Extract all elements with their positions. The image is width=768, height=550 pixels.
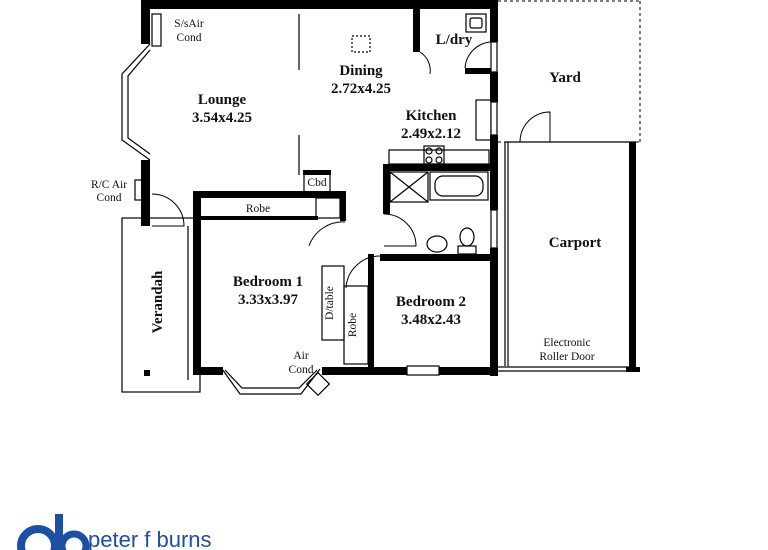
label-dtable: D/table xyxy=(324,286,336,320)
dtable xyxy=(321,265,345,341)
label-air-cond-2: Cond xyxy=(289,364,314,376)
wall-east-mid xyxy=(490,72,498,102)
bay-window-inner xyxy=(127,49,151,155)
door-laundry-2 xyxy=(419,51,431,75)
wall-bed1-left xyxy=(193,191,201,367)
room-lounge-name: Lounge xyxy=(198,92,247,108)
bed1-aircond-unit xyxy=(305,371,331,397)
wall-bath-left xyxy=(383,164,390,214)
label-air-cond-1: Air xyxy=(293,350,309,362)
label-robe-top: Robe xyxy=(246,203,270,215)
bay-window-outer xyxy=(121,43,151,161)
wall-laundry-left xyxy=(413,0,420,52)
room-bedroom2-name: Bedroom 2 xyxy=(396,294,466,310)
door-bed2 xyxy=(345,255,381,289)
wall-east-bath xyxy=(490,248,498,376)
label-roller-1: Electronic xyxy=(543,337,590,349)
shower xyxy=(389,171,429,203)
wall-lounge-left-lower xyxy=(141,160,150,186)
logo-b-stem xyxy=(55,514,63,550)
brand-logo xyxy=(17,514,90,550)
toilet-cistern xyxy=(457,245,477,255)
ceiling-fixture xyxy=(351,35,371,53)
room-yard-name: Yard xyxy=(549,70,581,86)
room-laundry-name: L/dry xyxy=(436,32,473,48)
kitchen-bench-right xyxy=(475,99,492,141)
wall-robe-right xyxy=(340,191,346,221)
logo-p-bowl xyxy=(17,525,59,550)
wall-lounge-left-bottom xyxy=(141,186,150,226)
wall-east-kitchen xyxy=(490,135,498,210)
room-verandah-name: Verandah xyxy=(150,270,166,333)
door-bed1 xyxy=(308,221,346,247)
bay-window-bed1-inner xyxy=(224,369,318,389)
toilet-bowl xyxy=(459,227,475,247)
wall-kitchen-bottom xyxy=(384,164,498,171)
cooktop xyxy=(423,145,445,165)
wall-laundry-bottom xyxy=(465,68,495,74)
wall-bath-bottom xyxy=(380,254,498,261)
wall-robe-inner xyxy=(198,216,318,220)
label-rc-air-2: Cond xyxy=(97,192,122,204)
door-laundry xyxy=(464,41,491,69)
room-lounge-size: 3.54x4.25 xyxy=(192,110,252,126)
door-verandah xyxy=(151,193,185,227)
room-kitchen-name: Kitchen xyxy=(406,108,457,124)
verandah-marker xyxy=(144,370,150,376)
laundry-tub xyxy=(465,13,487,33)
wall-bottom-left xyxy=(193,367,223,375)
bed2-window xyxy=(406,365,440,376)
thin-lines xyxy=(121,13,636,397)
label-roller-2: Roller Door xyxy=(539,351,594,363)
wall-bed-divider xyxy=(368,254,374,369)
wall-robe-top xyxy=(195,191,345,198)
label-ss-air-2: Cond xyxy=(177,32,202,44)
label-robe-side: Robe xyxy=(347,313,359,337)
label-ss-air-1: S/sAir xyxy=(174,18,204,30)
bath-tub xyxy=(429,171,489,201)
wall-lounge-left-upper xyxy=(141,0,150,44)
door-bath xyxy=(383,213,417,247)
doors xyxy=(151,41,551,289)
room-kitchen-size: 2.49x2.12 xyxy=(401,126,461,142)
door-yard xyxy=(519,111,551,143)
room-bedroom1-name: Bedroom 1 xyxy=(233,274,303,290)
room-dining-name: Dining xyxy=(339,63,383,79)
room-bedroom1-size: 3.33x3.97 xyxy=(238,292,299,308)
wall-carport-right xyxy=(629,142,636,372)
cbd-box xyxy=(303,171,331,193)
brand-name: peter f burns xyxy=(88,527,212,550)
wall-east-upper xyxy=(490,0,498,42)
rc-aircond-unit xyxy=(134,179,150,201)
label-cbd: Cbd xyxy=(307,177,326,189)
logo-b-bowl xyxy=(58,530,90,550)
wall-top xyxy=(142,0,498,9)
ss-aircond-unit xyxy=(151,13,162,47)
bay-window-bed1-outer xyxy=(221,368,321,395)
verandah-outline xyxy=(121,217,201,393)
room-carport-name: Carport xyxy=(549,235,602,251)
room-bedroom2-size: 3.48x2.43 xyxy=(401,312,461,328)
wall-carport-right-bottom xyxy=(626,367,640,372)
label-rc-air-1: R/C Air xyxy=(91,179,127,191)
room-dining-size: 2.72x4.25 xyxy=(331,81,391,97)
basin xyxy=(426,235,448,253)
